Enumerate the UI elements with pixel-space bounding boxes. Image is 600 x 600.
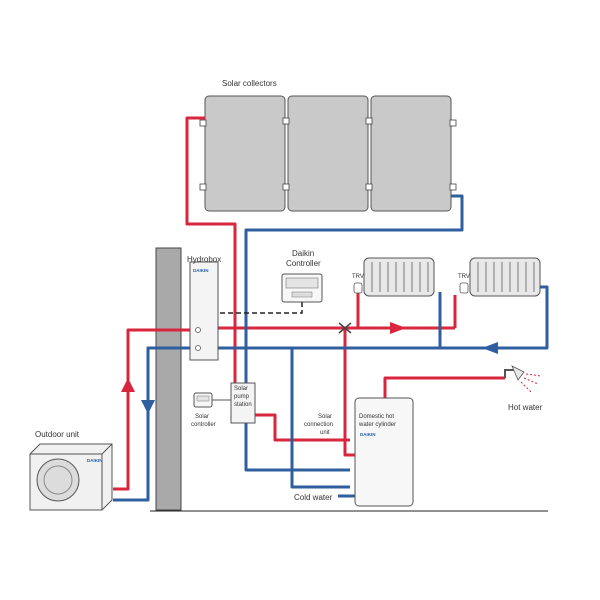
label-solar-collectors: Solar collectors bbox=[222, 79, 277, 88]
solar-collectors bbox=[199, 95, 457, 212]
label-cylinder-2: water cylinder bbox=[358, 422, 396, 428]
label-solar-controller-2: controller bbox=[191, 422, 216, 428]
label-trv-right: TRV bbox=[458, 274, 470, 280]
control-wire bbox=[218, 302, 303, 314]
daikin-controller bbox=[281, 273, 323, 303]
valve-icon bbox=[338, 322, 352, 334]
label-hot-water: Hot water bbox=[508, 403, 543, 412]
label-connection-unit-1: Solar bbox=[318, 414, 332, 420]
label-connection-unit-2: connection bbox=[304, 422, 333, 428]
valve-icon bbox=[353, 282, 363, 294]
label-pump-station-3: station bbox=[234, 402, 252, 408]
valve-icon bbox=[459, 282, 469, 294]
solar-controller bbox=[193, 392, 213, 408]
flow-arrow-icon bbox=[390, 322, 406, 334]
flow-arrow-icon bbox=[141, 400, 155, 414]
radiator-icon bbox=[363, 257, 435, 297]
label-hydrobox: Hydrobox bbox=[187, 255, 221, 264]
fan-icon bbox=[36, 458, 80, 502]
outdoor-logo: DAIKIN bbox=[87, 458, 103, 463]
flow-arrow-icon bbox=[121, 378, 135, 392]
solar-panel-1 bbox=[204, 95, 286, 212]
label-cold-water: Cold water bbox=[294, 493, 333, 502]
solar-panel-3 bbox=[370, 95, 452, 212]
cylinder-logo: DAIKIN bbox=[360, 432, 376, 437]
solar-pump-station bbox=[230, 382, 256, 424]
label-pump-station-2: pump bbox=[234, 394, 250, 400]
label-connection-unit-3: unit bbox=[320, 430, 330, 436]
radiator-icon bbox=[469, 257, 541, 297]
label-daikin-controller-1: Daikin bbox=[292, 249, 314, 258]
hydrobox-logo: DAIKIN bbox=[193, 268, 209, 273]
label-outdoor-unit: Outdoor unit bbox=[35, 430, 80, 439]
label-trv-left: TRV bbox=[352, 274, 364, 280]
flow-arrow-icon bbox=[482, 342, 498, 354]
hydrobox: DAIKIN bbox=[189, 261, 219, 361]
hot-water-cylinder: DAIKIN bbox=[354, 397, 414, 507]
label-pump-station-1: Solar bbox=[234, 386, 248, 392]
label-solar-controller-1: Solar bbox=[195, 414, 209, 420]
hot-pipes bbox=[113, 116, 505, 491]
label-daikin-controller-2: Controller bbox=[286, 259, 321, 268]
solar-panel-2 bbox=[287, 95, 369, 212]
shower-head-icon bbox=[504, 365, 542, 394]
wall bbox=[155, 247, 182, 511]
outdoor-unit: DAIKIN bbox=[29, 443, 113, 511]
label-cylinder-1: Domestic hot bbox=[359, 414, 394, 420]
